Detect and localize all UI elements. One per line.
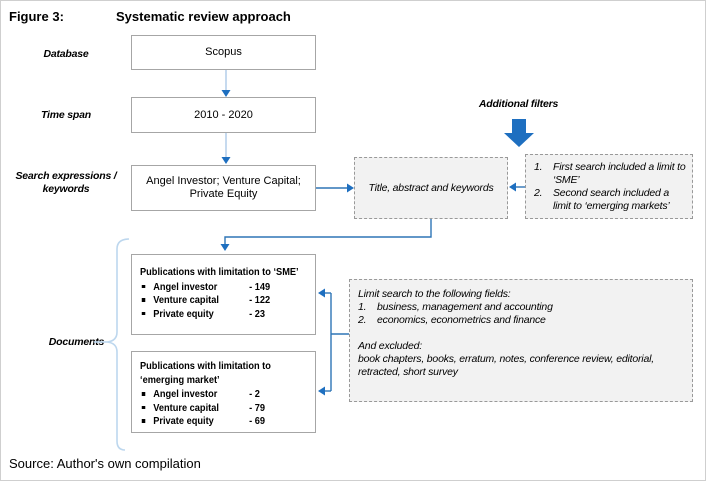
limit-note-box: Limit search to the following fields: 1.… bbox=[349, 279, 693, 402]
limit-note-field-number: 1. bbox=[358, 301, 367, 313]
publication-keyword: Angel investor bbox=[153, 388, 218, 400]
bullet-icon bbox=[140, 419, 153, 423]
limit-note-excluded-text: book chapters, books, erratum, notes, co… bbox=[358, 353, 654, 378]
publication-count: - 122 bbox=[249, 294, 271, 306]
publication-keyword: Venture capital bbox=[153, 294, 219, 306]
publications-emerging-title: Publications with limitation to ‘emergin… bbox=[140, 360, 271, 386]
source-note: Source: Author's own compilation bbox=[9, 456, 201, 471]
database-box: Scopus bbox=[131, 35, 316, 70]
label-additional-filters: Additional filters bbox=[478, 98, 559, 110]
time-span-box: 2010 - 2020 bbox=[131, 97, 316, 133]
publication-count: - 69 bbox=[249, 415, 266, 427]
publication-keyword: Private equity bbox=[153, 415, 214, 427]
limit-note-field: 1. business, management and accounting bbox=[358, 301, 684, 314]
filters-note-item-text: Second search included a limit to ‘emerg… bbox=[553, 187, 670, 212]
bullet-icon bbox=[140, 312, 153, 316]
arrow-timespan-to-keywords bbox=[221, 133, 231, 164]
publication-count: - 79 bbox=[249, 401, 266, 414]
filters-note-box: 1. First search included a limit to ‘SME… bbox=[525, 154, 693, 219]
documents-brace bbox=[94, 238, 130, 451]
bullet-icon bbox=[140, 392, 153, 396]
publications-sme-box: Publications with limitation to ‘SME’ An… bbox=[131, 254, 316, 335]
publication-stat-row: Angel investor - 2 bbox=[140, 388, 314, 402]
publications-sme-title: Publications with limitation to ‘SME’ bbox=[140, 266, 299, 278]
label-documents: Documents bbox=[48, 336, 105, 348]
bullet-icon bbox=[140, 285, 153, 289]
publication-keyword: Venture capital bbox=[153, 401, 219, 414]
publication-stat-row: Venture capital - 122 bbox=[140, 294, 314, 308]
label-search-expressions: Search expressions / keywords bbox=[15, 170, 117, 195]
keywords-box: Angel Investor; Venture Capital; Private… bbox=[131, 165, 316, 211]
publication-stat-row: Private equity - 69 bbox=[140, 415, 314, 429]
limit-note-intro: Limit search to the following fields: bbox=[358, 288, 511, 300]
filters-note-item-number: 1. bbox=[534, 161, 543, 173]
additional-filters-arrow-icon bbox=[504, 119, 534, 147]
figure-title: Systematic review approach bbox=[116, 9, 291, 24]
limit-note-field-text: economics, econometrics and finance bbox=[377, 314, 546, 326]
connector-scope-to-publications bbox=[220, 219, 432, 251]
filters-note-item: 2. Second search included a limit to ‘em… bbox=[534, 187, 688, 213]
connector-limit-note-to-publications bbox=[318, 288, 349, 396]
publication-count: - 2 bbox=[249, 388, 260, 400]
arrow-database-to-timespan bbox=[221, 70, 231, 97]
bullet-icon bbox=[140, 406, 153, 410]
figure-label: Figure 3: bbox=[9, 9, 64, 24]
arrow-keywords-to-scope bbox=[316, 183, 354, 193]
limit-note-field-number: 2. bbox=[358, 314, 367, 326]
limit-note-excluded-label: And excluded: bbox=[358, 340, 422, 352]
label-database: Database bbox=[43, 48, 89, 60]
publication-count: - 23 bbox=[249, 307, 266, 320]
arrow-filters-note-to-scope bbox=[509, 182, 525, 192]
bullet-icon bbox=[140, 298, 153, 302]
publications-emerging-box: Publications with limitation to ‘emergin… bbox=[131, 351, 316, 433]
publication-keyword: Angel investor bbox=[153, 280, 218, 293]
publication-keyword: Private equity bbox=[153, 307, 214, 320]
limit-note-field: 2. economics, econometrics and finance bbox=[358, 314, 684, 327]
filters-note-item-text: First search included a limit to ‘SME’ bbox=[553, 161, 686, 186]
publication-stat-row: Venture capital - 79 bbox=[140, 402, 314, 416]
scope-box: Title, abstract and keywords bbox=[354, 157, 508, 219]
filters-note-item-number: 2. bbox=[534, 187, 543, 199]
label-time-span: Time span bbox=[41, 109, 91, 121]
publication-stat-row: Private equity - 23 bbox=[140, 308, 314, 322]
filters-note-item: 1. First search included a limit to ‘SME… bbox=[534, 161, 688, 187]
publication-stat-row: Angel investor - 149 bbox=[140, 281, 314, 295]
limit-note-field-text: business, management and accounting bbox=[377, 301, 553, 313]
publication-count: - 149 bbox=[249, 280, 271, 293]
